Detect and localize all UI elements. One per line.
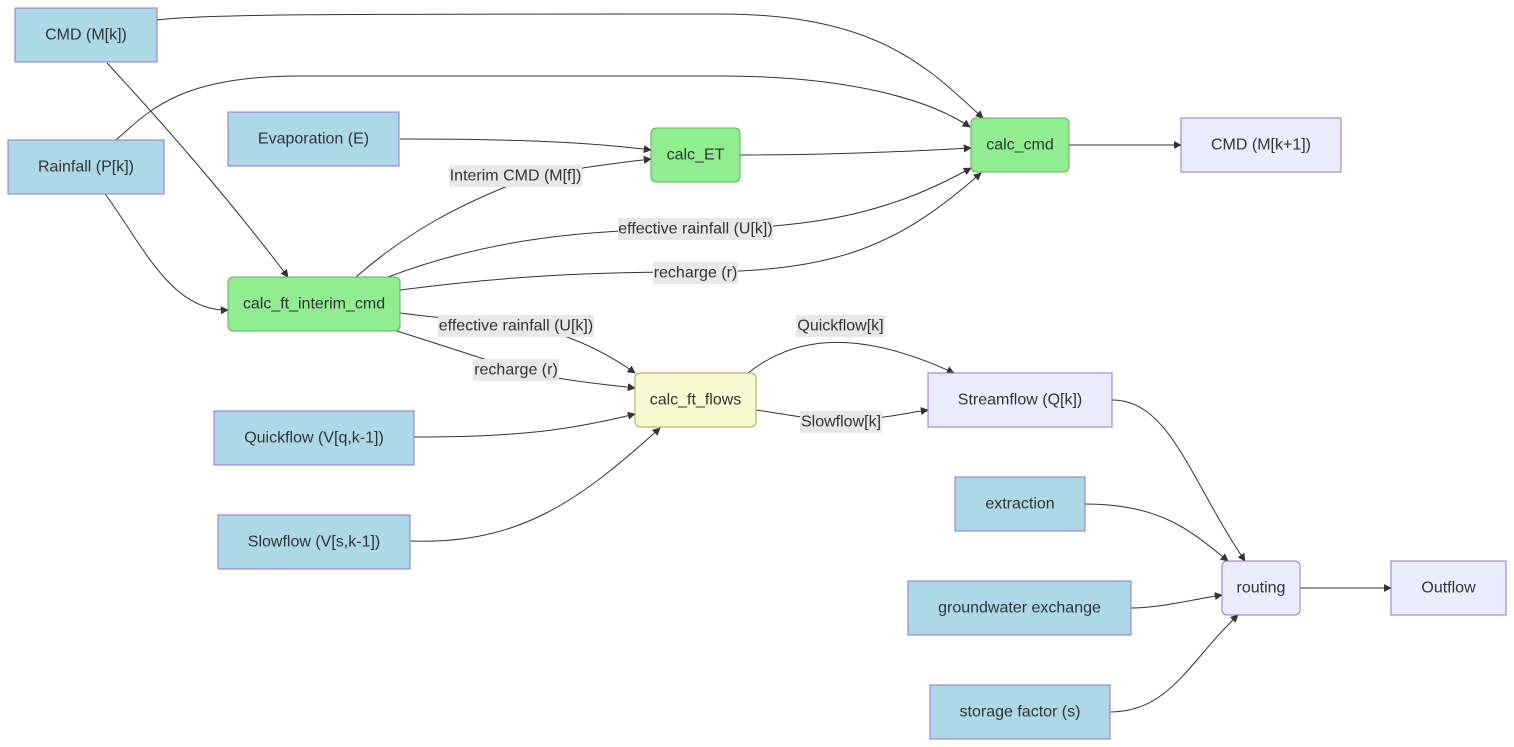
edge-groundwater-to-routing	[1130, 592, 1223, 609]
node-outflow-label: Outflow	[1421, 580, 1476, 597]
node-calc-ft-flows-label: calc_ft_flows	[650, 392, 742, 409]
node-calc-cmd[interactable]: calc_cmd	[970, 117, 1070, 173]
edge-label-effective-rainfall-cmd: effective rainfall (U[k])	[618, 218, 773, 240]
node-storage-factor[interactable]: storage factor (s)	[929, 684, 1111, 740]
edge-cmd-to-calc-cmd	[156, 13, 984, 119]
node-quickflow-prev[interactable]: Quickflow (V[q,k-1])	[213, 410, 415, 466]
node-streamflow[interactable]: Streamflow (Q[k])	[927, 372, 1113, 428]
node-slowflow-prev[interactable]: Slowflow (V[s,k-1])	[217, 514, 411, 570]
node-streamflow-label: Streamflow (Q[k])	[958, 392, 1082, 409]
edge-quickflow-prev-to-flows	[413, 411, 636, 438]
node-calc-ft-flows[interactable]: calc_ft_flows	[634, 372, 757, 428]
edge-label-recharge-cmd: recharge (r)	[653, 262, 738, 284]
node-rainfall[interactable]: Rainfall (P[k])	[7, 139, 165, 195]
edge-label-effective-rainfall-flows: effective rainfall (U[k])	[438, 315, 594, 337]
nodes: CMD (M[k]) Rainfall (P[k]) Evaporation (…	[7, 7, 1507, 740]
node-slowflow-prev-label: Slowflow (V[s,k-1])	[248, 534, 380, 551]
node-calc-ft-interim-cmd[interactable]: calc_ft_interim_cmd	[227, 276, 401, 332]
edge-label-slowflow-k-text: Slowflow[k]	[801, 414, 881, 431]
node-quickflow-prev-label: Quickflow (V[q,k-1])	[244, 430, 384, 447]
node-storage-factor-label: storage factor (s)	[960, 704, 1081, 721]
node-cmd-mk1-label: CMD (M[k+1])	[1211, 137, 1311, 154]
node-evaporation[interactable]: Evaporation (E)	[227, 111, 400, 167]
edge-cmd-to-interim	[106, 62, 289, 278]
edge-evaporation-to-calc-et	[399, 138, 652, 154]
node-calc-et[interactable]: calc_ET	[650, 127, 741, 183]
edge-label-effective-rainfall-cmd-text: effective rainfall (U[k])	[618, 221, 772, 238]
edge-streamflow-to-routing	[1111, 399, 1246, 562]
edge-label-slowflow-k: Slowflow[k]	[800, 411, 882, 433]
edge-label-interim-cmd: Interim CMD (M[f])	[449, 165, 582, 187]
node-extraction-label: extraction	[985, 496, 1054, 513]
edge-label-recharge-flows: recharge (r)	[473, 359, 559, 381]
edge-label-recharge-flows-text: recharge (r)	[474, 362, 558, 379]
edge-storage-factor-to-routing	[1109, 614, 1239, 713]
node-calc-et-label: calc_ET	[667, 147, 725, 164]
node-routing-label: routing	[1237, 580, 1286, 597]
node-groundwater-exchange[interactable]: groundwater exchange	[907, 580, 1132, 636]
node-calc-ft-interim-cmd-label: calc_ft_interim_cmd	[243, 296, 385, 313]
edge-labels: Interim CMD (M[f]) effective rainfall (U…	[438, 165, 885, 433]
edge-label-quickflow-k: Quickflow[k]	[796, 315, 885, 337]
node-evaporation-label: Evaporation (E)	[258, 131, 369, 148]
node-cmd-mk1[interactable]: CMD (M[k+1])	[1180, 117, 1342, 173]
edge-slowflow-prev-to-flows	[409, 427, 661, 542]
node-calc-cmd-label: calc_cmd	[986, 137, 1054, 154]
edge-flows-to-streamflow-quickflow	[747, 341, 955, 374]
edge-calc-et-to-calc-cmd	[739, 144, 972, 156]
edge-label-interim-cmd-text: Interim CMD (M[f])	[450, 168, 582, 185]
edge-label-quickflow-k-text: Quickflow[k]	[797, 318, 883, 335]
edge-extraction-to-routing	[1084, 503, 1229, 562]
edge-rainfall-to-calc-cmd	[115, 75, 971, 141]
node-extraction[interactable]: extraction	[954, 476, 1086, 532]
node-rainfall-label: Rainfall (P[k])	[38, 159, 134, 176]
node-routing[interactable]: routing	[1221, 560, 1301, 616]
edge-label-effective-rainfall-flows-text: effective rainfall (U[k])	[439, 318, 593, 335]
node-cmd-mk[interactable]: CMD (M[k])	[14, 7, 158, 63]
node-groundwater-exchange-label: groundwater exchange	[938, 600, 1101, 617]
edge-rainfall-to-interim	[104, 193, 229, 315]
node-cmd-mk-label: CMD (M[k])	[45, 27, 127, 44]
edge-label-recharge-cmd-text: recharge (r)	[654, 265, 738, 282]
node-outflow[interactable]: Outflow	[1390, 560, 1507, 616]
